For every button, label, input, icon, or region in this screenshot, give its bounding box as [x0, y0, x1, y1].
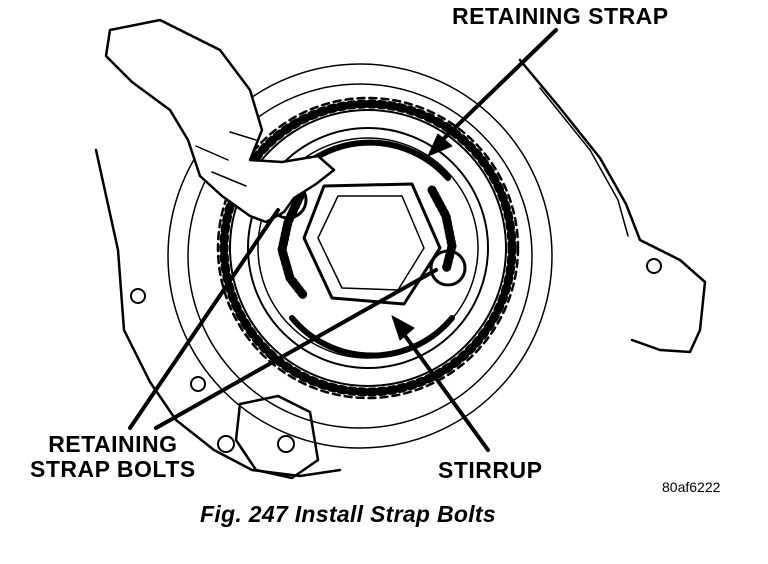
mount-hole	[646, 258, 662, 274]
leader-retaining-strap	[432, 28, 558, 150]
mount-hole	[130, 288, 146, 304]
figure-code: 80af6222	[662, 479, 721, 495]
tone-wheel-teeth-ring	[219, 99, 517, 397]
bolt-right	[429, 249, 467, 287]
inner-ring	[247, 127, 489, 369]
hex-nut	[302, 182, 442, 306]
hand-outline	[104, 18, 336, 224]
spring-coils-right	[427, 185, 457, 275]
mount-hole	[277, 435, 295, 453]
engine-block-outline	[94, 148, 342, 478]
stirrup	[289, 315, 455, 359]
label-retaining-strap-bolts: RETAINING STRAP BOLTS	[30, 431, 196, 483]
hand-finger-lines	[195, 131, 257, 187]
leader-stirrup	[396, 324, 490, 452]
engine-block-outline-right	[518, 58, 707, 354]
mount-hole	[190, 376, 206, 392]
bracket	[234, 394, 320, 480]
mount-hole	[217, 435, 235, 453]
leader-strap-bolt-2	[154, 268, 438, 430]
housing-inner-line	[539, 87, 629, 237]
leader-strap-bolt-1	[128, 208, 280, 430]
label-retaining-strap-bolts-line1: RETAINING	[48, 431, 178, 457]
leader-retaining-strap-head	[427, 133, 453, 157]
figure-caption: Fig. 247 Install Strap Bolts	[200, 501, 496, 527]
hex-nut-inner	[317, 195, 425, 291]
label-retaining-strap-bolts-line2: STRAP BOLTS	[30, 456, 196, 483]
tone-wheel-outer	[216, 96, 520, 400]
flange-inner	[187, 83, 533, 429]
spring-coils-left	[277, 191, 309, 301]
label-stirrup: STIRRUP	[438, 457, 543, 483]
tone-wheel-base	[229, 109, 507, 387]
label-retaining-strap: RETAINING STRAP	[452, 3, 669, 29]
leader-stirrup-head	[391, 315, 415, 341]
flange-outer	[167, 63, 553, 449]
